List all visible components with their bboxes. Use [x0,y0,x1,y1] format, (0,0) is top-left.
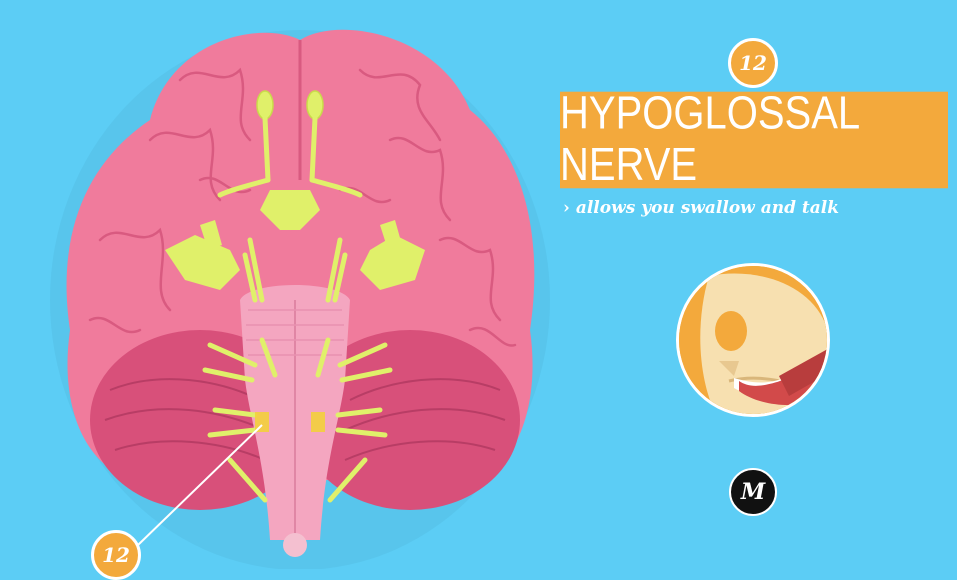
M-logo-icon: M [729,468,777,516]
nerve-description-text: allows you swallow and talk [575,198,840,218]
chevron-right-icon: › [563,198,570,218]
nerve-title: HYPOGLOSSAL NERVE [560,88,948,191]
nerve-number-badge: 12 [728,38,778,88]
pointer-line [137,424,263,546]
skull-icon [676,263,830,417]
nerve-description: ›allows you swallow and talk [563,198,953,218]
optic-chiasm [260,190,320,230]
nerve-pointer-badge: 12 [91,530,141,580]
